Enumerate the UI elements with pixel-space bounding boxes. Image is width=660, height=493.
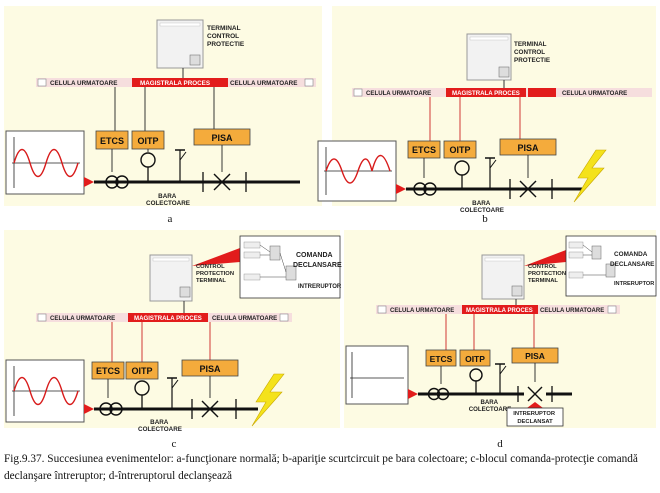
trip-command-line-2: DECLANSARE [293,262,342,269]
etcs-label: ETCS [100,136,124,146]
protection-terminal-line-2: PROTECTION [528,271,566,277]
oitp-label: OITP [449,145,470,155]
panel-b-letter: b [482,213,488,225]
process-bus-label: MAGISTRALA PROCES [466,308,533,314]
terminal-label-line-2: CONTROL [207,33,239,40]
panel-a-letter: a [168,213,173,225]
svg-text:COMANDA DECLANSARE: COMANDA DECLANSARE [610,251,655,268]
bus-label-line-1: BARA [480,399,498,406]
waveform-monitor [5,130,85,195]
svg-text:BARA COLECTOARE: BARA COLECTOARE [460,200,504,214]
trip-command-line-1: COMANDA [614,251,648,258]
breaker-label: INTRERUPTOR [298,284,342,290]
bus-label-line-2: COLECTOARE [460,207,504,214]
control-terminal: CONTROL PROTECTION TERMINAL [481,250,568,305]
process-bus-label: MAGISTRALA PROCES [452,90,520,97]
panel-d-letter: d [497,438,503,450]
process-bus: CELULA URMATOARE MAGISTRALA PROCES CELUL… [36,313,292,322]
terminal-label-line-2: CONTROL [514,49,545,56]
next-cell-label-right: CELULA URMATOARE [230,80,297,87]
oitp-label: OITP [137,136,158,146]
process-bus-label: MAGISTRALA PROCES [140,80,210,87]
trip-command-callout: COMANDA DECLANSARE INTRERUPTOR [239,235,342,299]
next-cell-label-right: CELULA URMATOARE [562,90,627,97]
waveform-monitor [317,140,397,202]
svg-text:TERMINAL CONTROL: TERMINAL CONTROL PROTECTIE [207,25,245,48]
bus-label-line-1: BARA [158,193,177,200]
terminal-label-line-1: TERMINAL [514,41,547,48]
svg-text:INTRERUPTOR DECLANSAT: INTRERUPTOR DECLANSAT [513,411,556,425]
pisa-label: PISA [525,351,545,361]
etcs-label: ETCS [96,366,120,376]
svg-text:TERMINAL CONTROL: TERMINAL CONTROL PROTECTIE [514,41,550,64]
next-cell-label-right: CELULA URMATOARE [212,315,277,322]
panel-b: TERMINAL CONTROL PROTECTIE CELULA URMATO… [317,6,656,225]
panel-a: TERMINAL CONTROL PROTECTIE CELULA URMATO… [4,6,322,225]
svg-text:COMANDA DECLANSARE: COMANDA DECLANSARE [293,252,342,269]
pisa-label: PISA [517,143,539,153]
trip-command-callout: COMANDA DECLANSARE INTRERUPTOR [565,235,657,297]
panel-c: CONTROL PROTECTION TERMINAL COMANDA DECL… [4,230,342,450]
process-bus: CELULA URMATOARE MAGISTRALA PROCES CELUL… [376,305,620,314]
terminal-label-line-3: PROTECTIE [207,41,245,48]
waveform-monitor [345,345,409,405]
oitp-label: OITP [465,354,485,364]
svg-text:BARA COLECTOARE: BARA COLECTOARE [469,399,512,413]
waveform-monitor [5,359,85,423]
next-cell-label-left: CELULA URMATOARE [50,80,117,87]
lightning-bolt-icon [251,373,285,427]
trip-command-line-1: COMANDA [296,252,332,259]
oitp-label: OITP [131,366,152,376]
etcs-label: ETCS [430,354,453,364]
source-marker [408,389,418,399]
control-terminal: TERMINAL CONTROL PROTECTIE [466,33,550,88]
source-marker [396,184,406,194]
process-bus-label: MAGISTRALA PROCES [134,315,202,322]
terminal-label-line-3: PROTECTIE [514,57,550,64]
svg-text:BARA COLECTOARE: BARA COLECTOARE [138,419,182,433]
bus-label-line-2: COLECTOARE [146,200,190,207]
protection-terminal-line-3: TERMINAL [528,278,558,284]
pisa-label: PISA [199,364,221,374]
control-terminal: CONTROL PROTECTION TERMINAL [149,248,240,313]
protection-terminal-line-2: PROTECTION [196,271,234,277]
control-terminal: TERMINAL CONTROL PROTECTIE [156,19,245,81]
next-cell-label-left: CELULA URMATOARE [50,315,115,322]
oitp-block [459,349,491,367]
oitp-block [443,140,477,159]
next-cell-label-left: CELULA URMATOARE [366,90,431,97]
next-cell-label-left: CELULA URMATOARE [390,308,454,314]
source-marker [84,177,94,187]
command-pointer [524,250,566,266]
breaker-tripped-callout: INTRERUPTOR DECLANSAT [506,402,564,427]
bus-label-line-1: BARA [472,200,491,207]
bus-label-line-2: COLECTOARE [469,406,512,413]
svg-text:BARA COLECTOARE: BARA COLECTOARE [146,193,190,207]
next-cell-label-right: CELULA URMATOARE [540,308,604,314]
svg-text:CONTROL PROTECTION: CONTROL PROTECTION TERMINAL [196,264,236,284]
etcs-label: ETCS [412,145,436,155]
process-bus: CELULA URMATOARE MAGISTRALA PROCES CELUL… [36,78,316,87]
lightning-bolt-icon [573,149,607,203]
figure-9-37: TERMINAL CONTROL PROTECTIE CELULA URMATO… [4,6,657,450]
figure-caption: Fig.9.37. Succesiunea evenimentelor: a-f… [4,453,638,482]
pisa-label: PISA [211,133,233,143]
process-bus: CELULA URMATOARE MAGISTRALA PROCES CELUL… [352,88,652,97]
panel-d: CONTROL PROTECTION TERMINAL COMANDA DECL… [344,230,657,450]
breaker-tripped-line-2: DECLANSAT [517,419,553,425]
command-pointer [192,248,240,266]
svg-text:CONTROL PROTECTION: CONTROL PROTECTION TERMINAL [528,264,568,284]
protection-terminal-line-1: CONTROL [528,264,557,270]
panel-c-letter: c [172,438,177,450]
protection-terminal-line-1: CONTROL [196,264,225,270]
protection-terminal-line-3: TERMINAL [196,278,226,284]
source-marker [84,404,94,414]
bus-label-line-2: COLECTOARE [138,426,182,433]
breaker-label: INTRERUPTOR [614,281,654,287]
trip-command-line-2: DECLANSARE [610,261,655,268]
breaker-tripped-line-1: INTRERUPTOR [513,411,556,417]
bus-label-line-1: BARA [150,419,169,426]
oitp-block [125,361,159,380]
terminal-label-line-1: TERMINAL [207,25,241,32]
